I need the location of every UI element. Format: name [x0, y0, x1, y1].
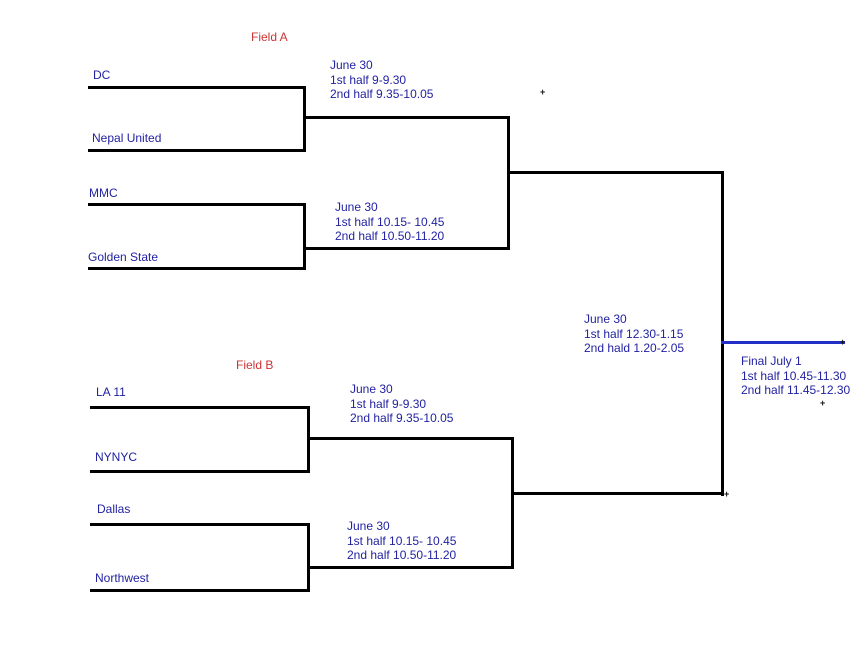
schedule-line: 1st half 12.30-1.15	[584, 326, 684, 341]
team-golden-state: Golden State	[88, 250, 159, 264]
team-line-northwest	[90, 589, 310, 592]
schedule-field-a-match1: June 30 1st half 9-9.30 2nd half 9.35-10…	[330, 58, 433, 102]
schedule-line: 2nd hald 1.20-2.05	[584, 341, 685, 355]
field-b-label: Field B	[236, 358, 274, 372]
team-northwest: Northwest	[95, 571, 150, 585]
schedule-line: 1st half 9-9.30	[350, 396, 427, 411]
schedule-line: 1st half 9-9.30	[330, 72, 407, 87]
match2-connector	[303, 203, 306, 270]
match4-winner-line	[307, 566, 514, 569]
schedule-line: 2nd half 11.45-12.30	[741, 383, 850, 397]
semifinal-b-winner-line	[511, 492, 724, 495]
team-line-mmc	[88, 203, 306, 206]
match1-connector	[303, 86, 306, 152]
schedule-line: 2nd half 10.50-11.20	[347, 548, 457, 562]
semifinal-a-connector	[507, 116, 510, 250]
schedule-line: 1st half 10.15- 10.45	[335, 214, 445, 229]
semifinal-b-connector	[511, 437, 514, 569]
team-nepal-united: Nepal United	[92, 131, 162, 145]
team-la-11: LA 11	[96, 385, 126, 399]
match1-winner-line	[303, 116, 510, 119]
match3-winner-line	[307, 437, 514, 440]
schedule-line: Final July 1	[741, 354, 802, 368]
final-connector	[721, 171, 724, 496]
match2-winner-line	[303, 247, 510, 250]
schedule-line: June 30	[584, 312, 627, 326]
schedule-field-a-match2: June 30 1st half 10.15- 10.45 2nd half 1…	[335, 200, 444, 244]
handle-plus-mark: +	[840, 337, 846, 347]
schedule-line: 1st half 10.15- 10.45	[347, 533, 457, 548]
team-line-nynyc	[90, 470, 310, 473]
schedule-line: 2nd half 9.35-10.05	[330, 87, 434, 101]
team-dallas: Dallas	[97, 502, 131, 516]
team-line-golden-state	[88, 267, 306, 270]
schedule-line: June 30	[347, 519, 390, 533]
handle-plus-mark: +	[724, 489, 730, 499]
team-mmc: MMC	[89, 186, 118, 200]
schedule-line: 2nd half 9.35-10.05	[350, 411, 454, 425]
team-line-la-11	[90, 406, 310, 409]
field-a-label: Field A	[251, 30, 288, 44]
schedule-line: June 30	[350, 382, 393, 396]
schedule-final: Final July 1 1st half 10.45-11.30 2nd ha…	[741, 354, 850, 398]
final-winner-line	[721, 341, 845, 344]
handle-plus-mark: +	[540, 87, 546, 97]
schedule-line: 2nd half 10.50-11.20	[335, 229, 445, 243]
schedule-line: 1st half 10.45-11.30	[741, 368, 847, 383]
schedule-field-b-match2: June 30 1st half 10.15- 10.45 2nd half 1…	[347, 519, 456, 563]
team-line-dc	[88, 86, 306, 89]
team-line-nepal-united	[88, 149, 306, 152]
team-nynyc: NYNYC	[95, 450, 138, 464]
match4-connector	[307, 523, 310, 592]
handle-plus-mark: +	[820, 398, 826, 408]
schedule-line: June 30	[335, 200, 378, 214]
semifinal-a-winner-line	[507, 171, 724, 174]
schedule-line: June 30	[330, 58, 373, 72]
team-dc: DC	[93, 68, 111, 82]
schedule-semifinal: June 30 1st half 12.30-1.15 2nd hald 1.2…	[584, 312, 684, 356]
team-line-dallas	[90, 523, 310, 526]
schedule-field-b-match1: June 30 1st half 9-9.30 2nd half 9.35-10…	[350, 382, 453, 426]
